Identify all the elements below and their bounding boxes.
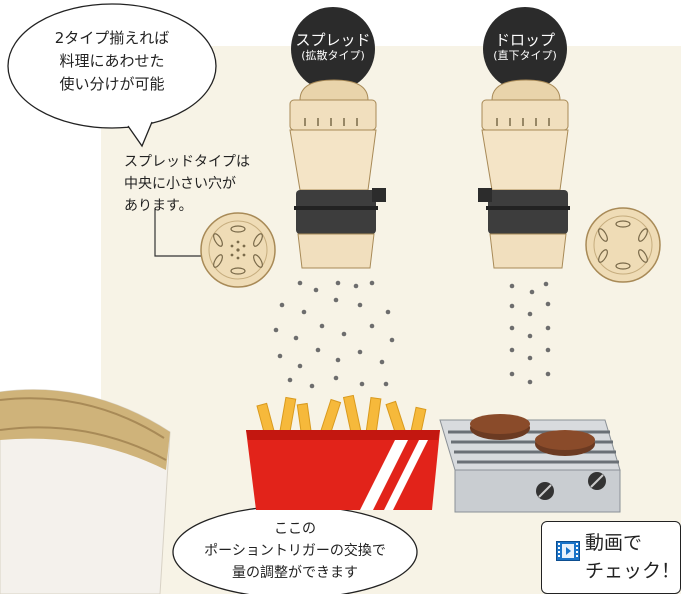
fries-box (246, 394, 440, 510)
bubble-bottom-text: ここの ポーショントリガーの交換で 量の調整ができます (177, 518, 413, 584)
bubble-top-line2: 料理にあわせた (59, 52, 165, 70)
portion-cup (0, 389, 171, 594)
spread-note-line2: 中央に小さい穴が (124, 176, 236, 192)
spread-label: スプレッド (拡散タイプ) (291, 31, 375, 63)
video-line2: チェック！ (585, 560, 681, 582)
bubble-bottom-line1: ここの (274, 521, 316, 537)
spread-note-line1: スプレッドタイプは (124, 154, 250, 170)
bubble-bottom-line2: ポーショントリガーの交換で (204, 543, 386, 559)
bubble-top-line1: 2タイプ揃えれば (54, 29, 170, 47)
speech-bubble-top (7, 3, 217, 148)
drop-label-circle (483, 7, 567, 91)
drop-shaker (478, 79, 570, 269)
bubble-top-line3: 使い分けが可能 (59, 75, 165, 93)
drop-label-title: ドロップ (494, 31, 555, 49)
video-check-button[interactable]: 動画で チェック！ (541, 521, 681, 594)
drop-label: ドロップ (直下タイプ) (483, 31, 567, 63)
spread-label-sub: (拡散タイプ) (301, 49, 365, 62)
grill (439, 414, 621, 513)
video-line1: 動画で (585, 532, 643, 554)
spread-shaker (289, 79, 386, 269)
bubble-bottom-line3: 量の調整ができます (232, 565, 358, 581)
drop-label-sub: (直下タイプ) (493, 49, 557, 62)
spread-cap-detail (154, 208, 276, 288)
drop-dots (509, 281, 551, 385)
spread-note-line3: あります。 (124, 198, 193, 214)
video-icon (556, 541, 580, 561)
drop-cap-detail (585, 207, 661, 283)
spread-note: スプレッドタイプは 中央に小さい穴が あります。 (124, 151, 284, 217)
spread-dots (273, 280, 395, 389)
bubble-top-text: 2タイプ揃えれば 料理にあわせた 使い分けが可能 (20, 27, 204, 96)
spread-label-title: スプレッド (295, 31, 371, 49)
spread-label-circle (291, 7, 375, 91)
